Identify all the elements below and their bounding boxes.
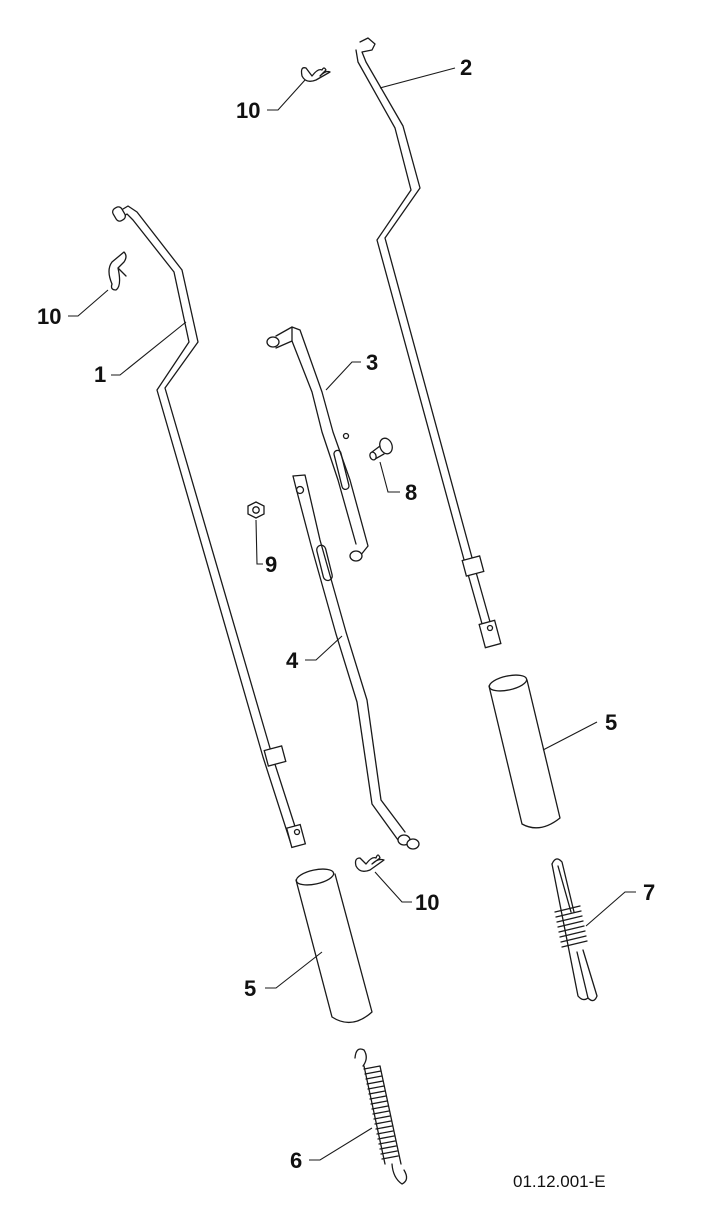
callout-10-left: 10 xyxy=(37,304,61,329)
part-10-clip-left xyxy=(108,251,127,291)
callout-3: 3 xyxy=(366,350,378,375)
callout-8: 8 xyxy=(405,480,417,505)
callout-10-top: 10 xyxy=(236,98,260,123)
callout-2: 2 xyxy=(460,55,472,80)
part-2-rod xyxy=(355,37,502,649)
leader-lines xyxy=(68,67,636,1161)
callout-10-bottom: 10 xyxy=(415,890,439,915)
callout-7: 7 xyxy=(643,880,655,905)
part-10-clip-top xyxy=(300,67,331,82)
callout-1: 1 xyxy=(94,362,106,387)
callout-5-upper: 5 xyxy=(605,710,617,735)
part-1-rod xyxy=(111,205,307,849)
callout-5-lower: 5 xyxy=(244,976,256,1001)
part-4-link xyxy=(292,474,420,850)
callout-6: 6 xyxy=(290,1148,302,1173)
part-5-grip-lower xyxy=(295,868,373,1024)
part-6-spring xyxy=(354,1048,408,1185)
part-9-nut xyxy=(247,501,265,519)
reference-code: 01.12.001-E xyxy=(513,1172,606,1191)
part-10-clip-bottom xyxy=(354,854,385,872)
callout-labels: 1 2 3 4 5 5 6 7 8 9 10 10 10 xyxy=(37,55,655,1173)
callout-4: 4 xyxy=(286,648,299,673)
callout-9: 9 xyxy=(265,552,277,577)
part-5-grip-upper xyxy=(488,674,561,829)
part-3-link xyxy=(266,326,369,562)
part-7-spring xyxy=(551,858,598,1002)
part-8-pin xyxy=(369,437,393,461)
